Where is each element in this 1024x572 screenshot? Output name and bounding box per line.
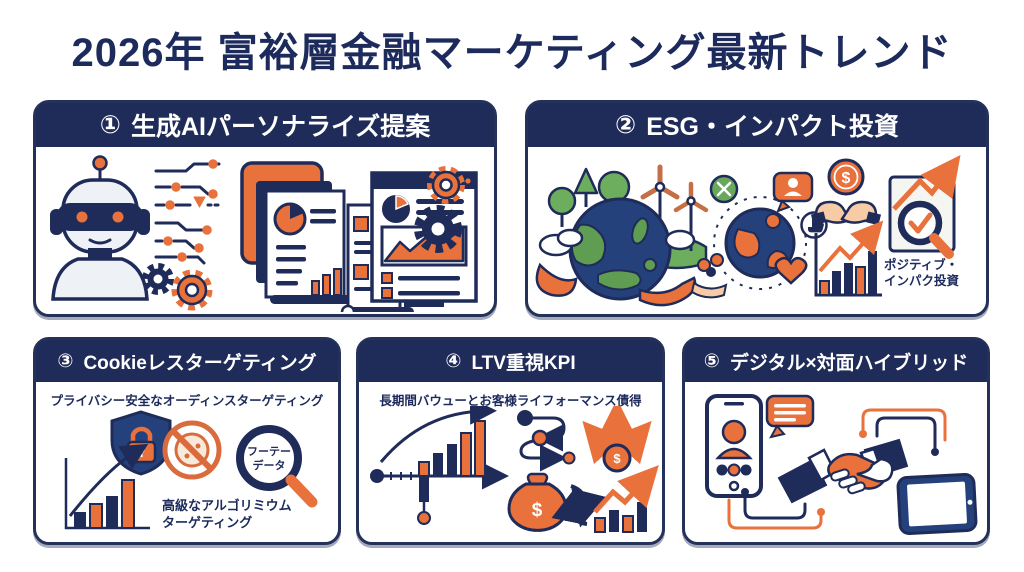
- gen-ai-illustration: [50, 155, 478, 312]
- tablet-icon: [896, 473, 978, 535]
- robot-icon: [50, 155, 150, 301]
- bag-dollar-label: $: [532, 500, 543, 521]
- panel-cookieless-header: ③ Cookieレスターゲティング: [36, 340, 338, 382]
- panel-number: ⑤: [703, 350, 720, 372]
- hybrid-illustration: [705, 394, 978, 535]
- coin-dollar-label: $: [842, 170, 851, 187]
- connector-lines-icon: [727, 408, 947, 530]
- journey-path-icon: [517, 410, 576, 472]
- lens-label-line1: フーテー: [247, 445, 291, 458]
- growth-bars-arrow-icon: [64, 443, 150, 530]
- heart-icon: [774, 256, 808, 285]
- cookieless-illustration: フーテー データ: [64, 410, 318, 530]
- ltv-illustration: $ $: [370, 406, 659, 533]
- community-globe-icon: [690, 171, 828, 299]
- esg-illustration: $: [535, 155, 961, 307]
- video-call-phone-icon: [705, 394, 763, 498]
- chat-person-icon: [772, 171, 814, 213]
- panel-esg-header: ② ESG・インパクト投資: [528, 103, 986, 147]
- panel-cookieless: ③ Cookieレスターゲティング プライバシー安全なオーディンスターゲティング: [33, 337, 341, 545]
- circuit-board-icon: [154, 159, 224, 265]
- coin-dollar-label: $: [613, 451, 621, 466]
- positive-impact-caption: ポジティブ・ インパク投資: [884, 258, 960, 289]
- analytics-window-icon: [370, 171, 478, 307]
- shield-lock-icon: [110, 410, 172, 476]
- panel-ltv-kpi-header: ④ LTV重視KPI: [359, 340, 662, 382]
- ltv-subtitle: 長期間バウューとお客様ライフォーマンス債得: [379, 394, 642, 408]
- panel-number: ②: [615, 111, 637, 139]
- people-hand-icon: [690, 253, 728, 299]
- chat-bubble-icon: [765, 394, 815, 439]
- report-stack-icon: [240, 161, 356, 304]
- panel-hybrid: ⑤ デジタル×対面ハイブリッド: [682, 337, 990, 545]
- panel-title: Cookieレスターゲティング: [83, 352, 317, 374]
- cookieless-subtitle: プライバシー安全なオーディンスターゲティング: [50, 394, 324, 408]
- data-magnifier-icon: フーテー データ: [236, 425, 318, 508]
- panel-hybrid-header: ⑤ デジタル×対面ハイブリッド: [685, 340, 987, 382]
- panel-title: デジタル×対面ハイブリッド: [729, 352, 969, 374]
- fan-arrows-dollar-icon: $: [582, 406, 652, 473]
- no-cookie-icon: [162, 420, 222, 480]
- sustainability-icon: [709, 174, 739, 204]
- panel-cookieless-content: プライバシー安全なオーディンスターゲティング: [36, 382, 338, 539]
- panel-esg: ② ESG・インパクト投資: [525, 100, 989, 317]
- panel-ltv-kpi: ④ LTV重視KPI 長期間バウューとお客様ライフォーマンス債得: [356, 337, 665, 545]
- page-title: 2026年 富裕層金融マーケティング最新トレンド: [71, 31, 953, 75]
- panel-title: 生成AIパーソナライズ提案: [130, 113, 431, 141]
- hands-dollar-coin-icon: $: [810, 158, 882, 226]
- growth-bar-chart-icon: [814, 220, 884, 297]
- panel-title: ESG・インパクト投資: [646, 113, 899, 141]
- lens-label-line2: データ: [253, 458, 286, 472]
- timeline-bars-icon: [370, 406, 509, 525]
- panel-ltv-kpi-content: 長期間バウューとお客様ライフォーマンス債得: [359, 382, 662, 539]
- panel-gen-ai: ① 生成AIパーソナライズ提案: [33, 100, 497, 317]
- panel-number: ①: [99, 111, 121, 139]
- panel-gen-ai-content: [36, 147, 494, 312]
- handshake-icon: [777, 438, 909, 504]
- panel-esg-content: $: [528, 147, 986, 312]
- panel-number: ③: [57, 350, 74, 372]
- panel-gen-ai-header: ① 生成AIパーソナライズ提案: [36, 103, 494, 147]
- algorithm-targeting-caption: 高級なアルゴリミウム ターゲティング: [162, 498, 292, 530]
- gear-icon: [142, 263, 213, 311]
- panel-number: ④: [445, 350, 462, 372]
- gear-icon: [414, 166, 465, 253]
- earth-nature-icon: [535, 164, 709, 307]
- panel-hybrid-content: [685, 382, 987, 539]
- money-bag-cycle-icon: $: [507, 472, 607, 532]
- trend-bars-arrow-icon: [593, 465, 659, 533]
- panel-title: LTV重視KPI: [471, 352, 576, 374]
- audit-check-document-icon: [888, 155, 961, 259]
